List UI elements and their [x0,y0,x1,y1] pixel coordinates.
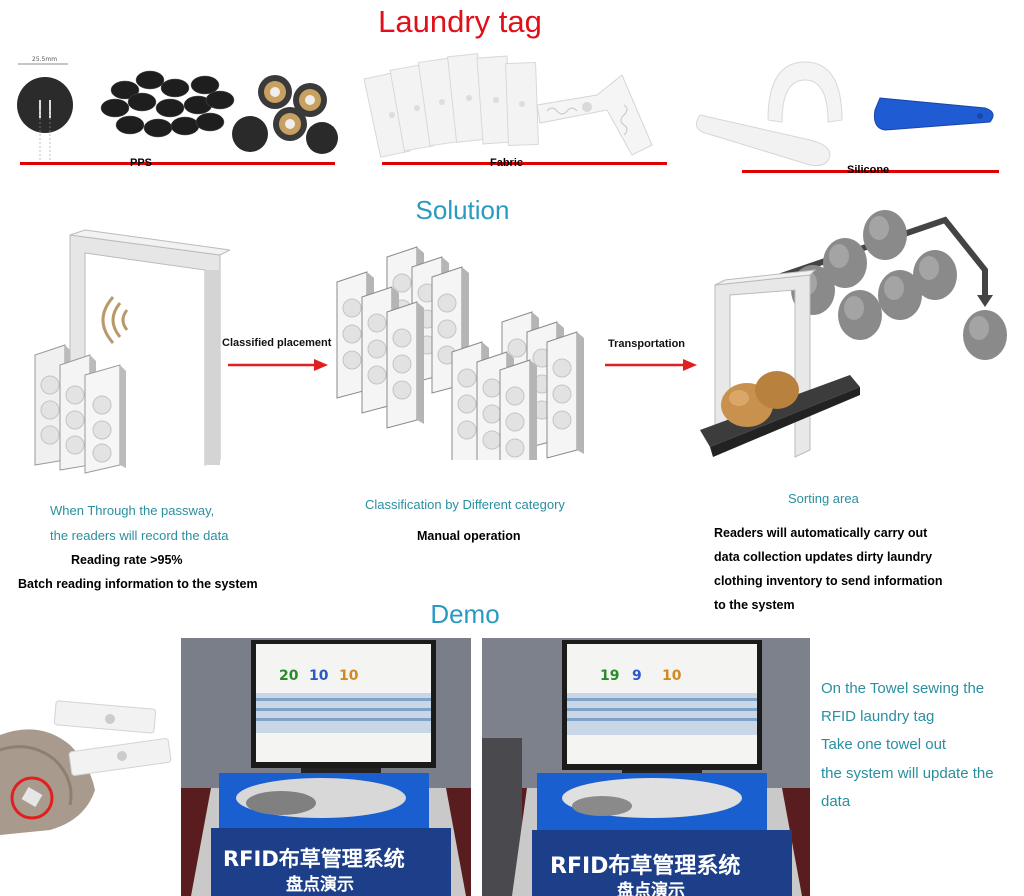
towel-tag-image [0,700,172,835]
demo-photo-before: 20 10 10 RFID布草管理系统 盘点演示 [181,638,471,896]
demo-title: Demo [430,599,500,629]
demo-photo-after: 19 9 10 RFID布草管理系统 盘点演示 [482,638,810,896]
silicone-label: Silicone [847,164,890,176]
demo-photo2-sign-line2: 盘点演示 [617,881,685,896]
step2-caption: Classification by Different category [365,497,565,512]
demo-photo2-sign-line1: RFID布草管理系统 [550,854,741,879]
demo-photo1-counter-c: 10 [339,668,359,684]
step1-caption-line2: the readers will record the data [50,528,229,543]
fabric-label: Fabric [490,157,524,169]
transportation-label: Transportation [608,338,686,350]
step3-line4: to the system [714,598,795,612]
sorted-racks-illustration [336,246,585,460]
laundry-tag-title: Laundry tag [378,4,542,39]
demo-description-line3: Take one towel out [821,736,947,753]
step1-batch-reading: Batch reading information to the system [18,577,258,591]
demo-photo2-counter-c: 10 [662,668,682,684]
arrow-classified-placement [228,359,328,371]
demo-photo2-counter-a: 19 [600,668,620,684]
step2-manual-operation: Manual operation [417,529,521,543]
pps-label: PPS [130,157,153,169]
pps-tags-image: 25.5mm [17,56,338,160]
fabric-tags-image [363,53,653,158]
fabric-underline [382,162,667,165]
step3-line1: Readers will automatically carry out [714,526,928,540]
silicone-tags-image [696,61,994,166]
step3-caption: Sorting area [788,491,859,506]
demo-description-line5: data [821,793,851,810]
demo-photo1-counter-b: 10 [309,668,329,684]
demo-photo1-sign-line1: RFID布草管理系统 [223,847,405,871]
arrow-transportation [605,359,697,371]
step1-reading-rate: Reading rate >95% [71,553,183,567]
sorting-area-illustration [700,210,1007,458]
pps-dimension-text: 25.5mm [32,56,57,63]
demo-photo1-sign-line2: 盘点演示 [286,875,354,895]
classified-placement-label: Classified placement [222,337,332,349]
step3-line2: data collection updates dirty laundry [714,550,933,564]
demo-photo2-counter-b: 9 [632,668,642,684]
solution-title: Solution [415,195,510,225]
pps-underline [20,162,335,165]
step1-caption-line1: When Through the passway, [50,503,215,518]
demo-photo1-counter-a: 20 [279,668,299,684]
silicone-underline [742,170,999,173]
step3-line3: clothing inventory to send information [714,574,943,588]
reader-gate-illustration [34,229,230,474]
demo-description-line1: On the Towel sewing the [821,680,985,697]
demo-description-line4: the system will update the [821,765,994,782]
demo-description-line2: RFID laundry tag [821,708,935,725]
